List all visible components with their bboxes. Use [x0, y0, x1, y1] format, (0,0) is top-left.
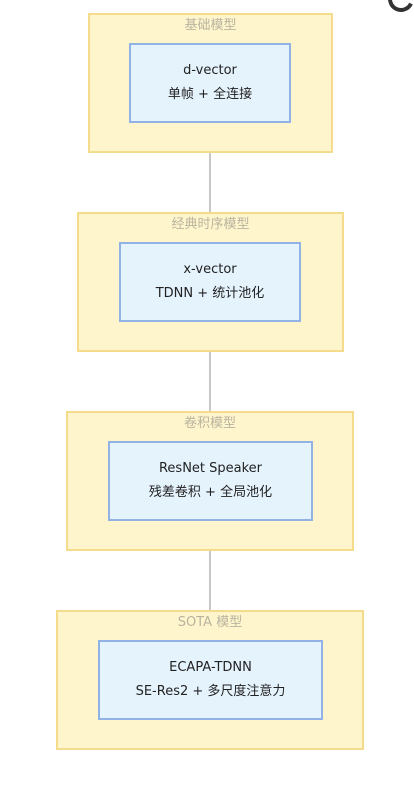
node-title: d-vector [183, 63, 237, 78]
group-label: 卷积模型 [183, 416, 236, 431]
node-subtitle: SE-Res2 + 多尺度注意力 [135, 684, 286, 699]
node-title: ResNet Speaker [158, 461, 263, 476]
group-label: 经典时序模型 [171, 217, 250, 232]
node-title: x-vector [183, 262, 237, 277]
node-subtitle: 残差卷积 + 全局池化 [148, 485, 273, 500]
node-subtitle: 单帧 + 全连接 [167, 87, 253, 102]
node-d-vector[interactable]: d-vector 单帧 + 全连接 [129, 43, 291, 123]
group-label: SOTA 模型 [177, 615, 243, 630]
node-subtitle: TDNN + 统计池化 [155, 286, 265, 301]
node-resnet-speaker[interactable]: ResNet Speaker 残差卷积 + 全局池化 [108, 441, 313, 521]
group-label: 基础模型 [184, 18, 237, 33]
node-title: ECAPA-TDNN [169, 660, 252, 675]
node-x-vector[interactable]: x-vector TDNN + 统计池化 [119, 242, 301, 322]
node-ecapa-tdnn[interactable]: ECAPA-TDNN SE-Res2 + 多尺度注意力 [98, 640, 323, 720]
